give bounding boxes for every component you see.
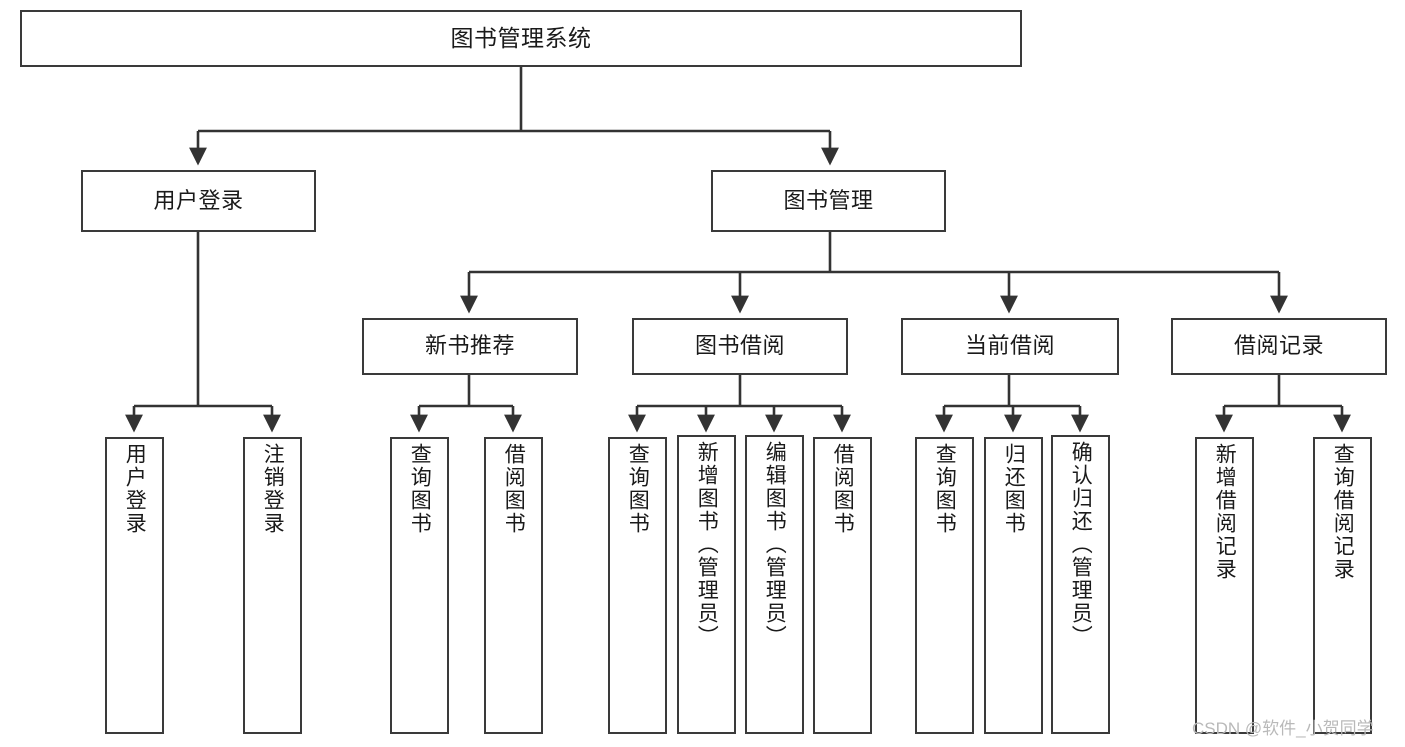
node-leaf-confirm-return-label: 确认归还（管理员） — [1069, 441, 1093, 648]
node-leaf-return-book-label: 归还图书 — [1002, 443, 1026, 535]
node-leaf-query-book-c-label: 查询图书 — [933, 443, 957, 535]
node-leaf-logout[interactable]: 注销登录 — [243, 437, 302, 734]
node-borrow-record-label: 借阅记录 — [1233, 333, 1324, 359]
node-leaf-borrow-book-a-label: 借阅图书 — [502, 443, 526, 535]
node-leaf-edit-book-label: 编辑图书（管理员） — [763, 441, 787, 648]
node-borrow-record[interactable]: 借阅记录 — [1171, 318, 1387, 375]
node-leaf-query-book-b-label: 查询图书 — [626, 443, 650, 535]
node-user-login-label: 用户登录 — [153, 187, 244, 213]
node-leaf-add-record-label: 新增借阅记录 — [1213, 443, 1237, 581]
node-leaf-borrow-book-b-label: 借阅图书 — [831, 443, 855, 535]
node-current-borrow[interactable]: 当前借阅 — [901, 318, 1119, 375]
node-root[interactable]: 图书管理系统 — [20, 10, 1022, 67]
node-current-borrow-label: 当前借阅 — [964, 333, 1055, 359]
node-leaf-confirm-return[interactable]: 确认归还（管理员） — [1051, 435, 1110, 734]
node-leaf-borrow-book-a[interactable]: 借阅图书 — [484, 437, 543, 734]
node-leaf-query-book-a[interactable]: 查询图书 — [390, 437, 449, 734]
node-leaf-add-book[interactable]: 新增图书（管理员） — [677, 435, 736, 734]
node-new-book-rec-label: 新书推荐 — [424, 333, 515, 359]
node-leaf-user-login[interactable]: 用户登录 — [105, 437, 164, 734]
node-leaf-add-book-label: 新增图书（管理员） — [695, 441, 719, 648]
node-leaf-add-record[interactable]: 新增借阅记录 — [1195, 437, 1254, 734]
node-leaf-user-login-label: 用户登录 — [123, 443, 147, 535]
node-leaf-edit-book[interactable]: 编辑图书（管理员） — [745, 435, 804, 734]
node-leaf-query-record[interactable]: 查询借阅记录 — [1313, 437, 1372, 734]
node-book-borrow-label: 图书借阅 — [694, 333, 785, 359]
node-book-manage-label: 图书管理 — [783, 187, 874, 213]
watermark-text: CSDN @软件_小贺同学 — [1192, 719, 1374, 738]
node-user-login[interactable]: 用户登录 — [81, 170, 316, 232]
node-leaf-logout-label: 注销登录 — [261, 443, 285, 535]
node-book-manage[interactable]: 图书管理 — [711, 170, 946, 232]
node-leaf-query-book-a-label: 查询图书 — [408, 443, 432, 535]
node-root-label: 图书管理系统 — [450, 24, 592, 51]
node-leaf-borrow-book-b[interactable]: 借阅图书 — [813, 437, 872, 734]
node-leaf-query-book-b[interactable]: 查询图书 — [608, 437, 667, 734]
node-new-book-rec[interactable]: 新书推荐 — [362, 318, 578, 375]
node-book-borrow[interactable]: 图书借阅 — [632, 318, 848, 375]
node-leaf-query-record-label: 查询借阅记录 — [1331, 443, 1355, 581]
node-leaf-query-book-c[interactable]: 查询图书 — [915, 437, 974, 734]
node-leaf-return-book[interactable]: 归还图书 — [984, 437, 1043, 734]
